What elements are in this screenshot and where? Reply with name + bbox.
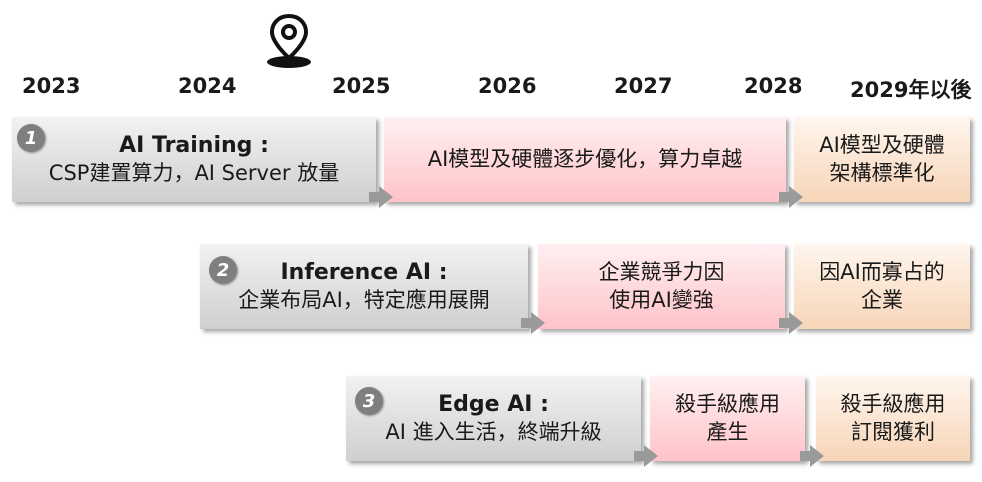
row3-stage2-line: 產生: [706, 419, 749, 444]
arrow-icon: [369, 186, 393, 208]
location-pin-icon: [267, 13, 311, 68]
year-label: 2023: [22, 74, 81, 98]
arrow-icon: [800, 445, 824, 467]
year-label: 2028: [744, 74, 803, 98]
row2-stage2-box: 企業競爭力因 使用AI變強: [538, 244, 785, 329]
row2-badge: 2: [209, 256, 237, 284]
row3-stage3-line: 殺手級應用: [840, 392, 946, 417]
row1-title: AI Training :: [119, 132, 269, 158]
row3-stage3-box: 殺手級應用 訂閱獲利: [816, 376, 970, 461]
row1-subtitle: CSP建置算力，AI Server 放量: [48, 161, 340, 186]
row3-stage3-line: 訂閱獲利: [851, 419, 935, 444]
row3-stage2-line: 殺手級應用: [675, 392, 780, 417]
row3-stage2-box: 殺手級應用 產生: [650, 376, 805, 461]
row2-title: Inference AI :: [280, 259, 448, 285]
year-label: 2026: [478, 74, 537, 98]
row1-stage2-line: AI模型及硬體逐步優化，算力卓越: [427, 146, 743, 171]
row3-title: Edge AI :: [438, 391, 549, 417]
arrow-icon: [634, 445, 658, 467]
year-label: 2029年以後: [850, 78, 972, 102]
row2-main-box: Inference AI : 企業布局AI，特定應用展開: [200, 244, 528, 329]
row3-main-box: Edge AI : AI 進入生活，終端升級: [346, 376, 641, 461]
row3-badge: 3: [355, 387, 383, 415]
row1-main-box: AI Training : CSP建置算力，AI Server 放量: [12, 117, 376, 202]
row1-badge: 1: [17, 124, 45, 152]
year-label: 2027: [614, 74, 673, 98]
arrow-icon: [779, 186, 803, 208]
row2-stage2-line: 企業競爭力因: [598, 260, 725, 285]
arrow-icon: [521, 312, 545, 334]
arrow-icon: [779, 312, 803, 334]
row2-stage3-line: 因AI而寡占的: [819, 260, 945, 285]
row2-subtitle: 企業布局AI，特定應用展開: [238, 288, 490, 313]
row2-stage2-line: 使用AI變強: [609, 287, 714, 312]
row2-stage3-box: 因AI而寡占的 企業: [794, 244, 970, 329]
row1-stage3-line: 架構標準化: [829, 160, 935, 185]
row1-stage3-line: AI模型及硬體: [819, 133, 945, 158]
row3-subtitle: AI 進入生活，終端升級: [385, 420, 602, 445]
year-label: 2024: [178, 74, 237, 98]
row2-stage3-line: 企業: [861, 287, 903, 312]
row1-stage2-box: AI模型及硬體逐步優化，算力卓越: [384, 117, 786, 202]
year-label: 2025: [332, 74, 391, 98]
row1-stage3-box: AI模型及硬體 架構標準化: [794, 117, 970, 202]
